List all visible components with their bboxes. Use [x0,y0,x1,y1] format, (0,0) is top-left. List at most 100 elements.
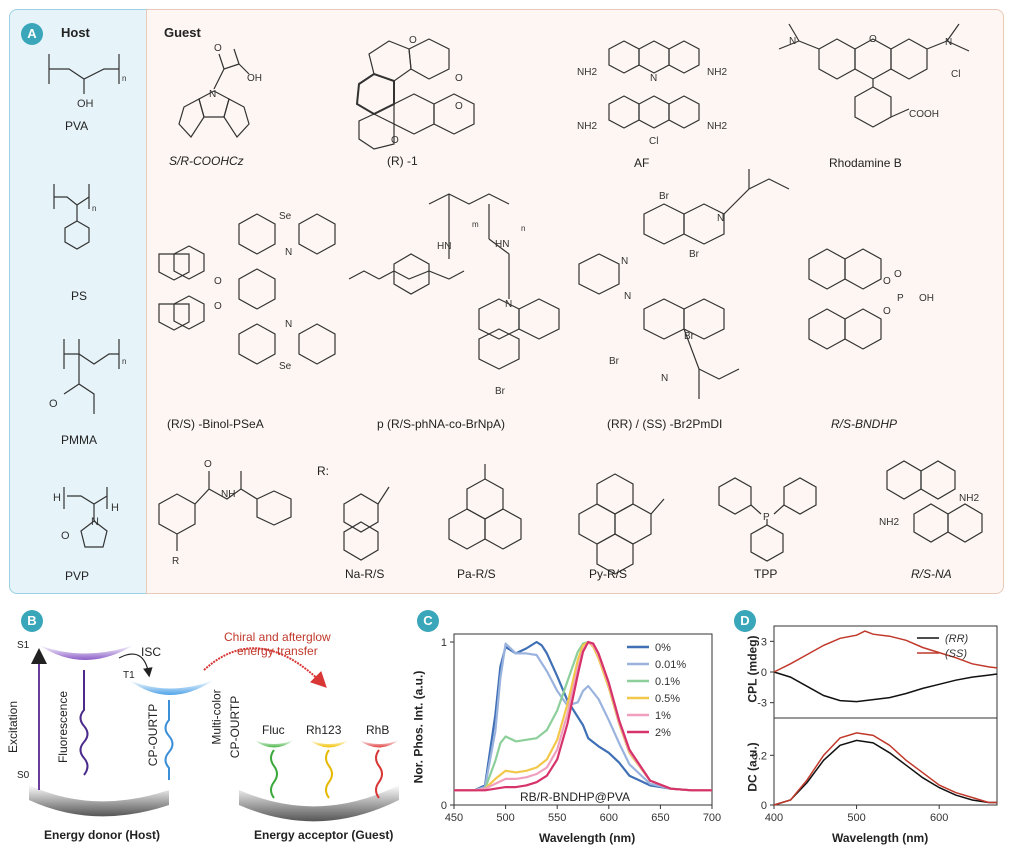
svg-text:O: O [883,306,891,317]
svg-text:OH: OH [919,293,934,304]
s1-label: S1 [17,640,30,651]
svg-text:H: H [53,492,61,504]
chart-c-ytick-label: 0 [441,800,447,812]
chart-c-xtick-label: 450 [445,812,463,824]
svg-text:NH2: NH2 [577,121,597,132]
pmma-structure: O n [49,339,126,414]
donor-caption: Energy donor (Host) [44,828,160,842]
chart-c-legend-label: 0% [655,642,671,654]
rhodamine-b-structure: N N O COOH Cl [778,23,970,128]
pva-structure: OH n [48,54,126,110]
guest-area [146,9,1004,594]
acceptor-rhb-label: RhB [366,723,390,737]
guest-name-py: Py-R/S [589,567,628,581]
chart-d-legend-label: (SS) [945,648,967,660]
host-heading: Host [61,25,90,40]
chart-d-legend-label: (RR) [945,633,969,645]
rhb-wave [375,749,383,799]
ps-structure: n [53,184,96,250]
guest-name-br2pmdi: (RR) / (SS) -Br2PmDI [607,417,723,431]
s0-label: S0 [17,770,30,781]
chart-c-series-line [454,640,712,792]
svg-text:N: N [285,247,292,258]
svg-text:Cl: Cl [951,69,960,80]
panel-b: B Chir [6,600,414,850]
chart-d-ytick-label: 0 [761,667,767,679]
t1-well [129,680,214,695]
chart-d-series-line [773,739,997,806]
rh123-wave [325,749,333,799]
chart-d-xtick-label: 400 [765,812,783,824]
svg-text:O: O [49,398,58,410]
structures-svg: OH n n O n H H N O O OH [48,23,983,575]
guest-heading: Guest [164,25,201,40]
svg-text:n: n [122,357,126,366]
panel-b-letter: B [21,610,43,632]
chart-d-series-line [773,671,998,703]
isc-arrow [118,653,153,678]
svg-text:H: H [111,502,119,514]
chart-d-ytick-label: 3 [761,636,767,648]
chart-c-legend-label: 1% [655,710,671,722]
svg-text:N: N [209,89,216,100]
na-binaphthyl-structure: NH2 NH2 [879,460,983,543]
svg-text:NH: NH [221,489,235,500]
rh123-well [309,740,349,748]
svg-text:COOH: COOH [909,109,939,120]
svg-text:NH2: NH2 [707,121,727,132]
svg-text:n: n [92,204,96,213]
svg-text:O: O [214,301,222,312]
svg-text:HN: HN [437,241,451,252]
amide-r-structure: O NH R [158,459,292,567]
pyrenyl-structure [578,473,665,575]
acceptor-caption: Energy acceptor (Guest) [254,828,394,842]
svg-text:n: n [122,74,126,83]
svg-text:O: O [883,276,891,287]
chart-c-series-line [454,640,712,792]
s1-well [39,645,134,660]
coohcz-structure: O OH N [178,43,262,138]
svg-text:Cl: Cl [649,136,658,147]
rhb-well [359,740,399,748]
multi-color-label-2: CP-OURTP [228,695,243,759]
chart-c-legend-label: 2% [655,727,671,739]
pvp-structure: H H N O [53,487,119,548]
multi-color-label-1: Multi-color [209,689,224,745]
svg-text:O: O [869,34,877,45]
host-name-ps: PS [71,289,88,303]
fluc-well [254,740,294,748]
svg-text:N: N [650,73,657,84]
svg-text:O: O [214,276,222,287]
guest-name-coohcz: S/R-COOHCz [169,154,244,168]
chart-c-ylabel: Nor. Phos. Int. (a.u.) [411,670,426,784]
chart-d-series-line [773,732,997,806]
r-substituent-label: R: [317,464,329,478]
guest-name-af: AF [634,156,650,170]
svg-text:NH2: NH2 [959,493,979,504]
chart-d-xlabel: Wavelength (nm) [832,831,929,845]
fluc-wave [270,749,278,799]
guest-name-na: Na-R/S [345,567,385,581]
svg-text:N: N [621,256,628,267]
svg-text:Br: Br [659,191,670,202]
fluorescence-label: Fluorescence [56,690,71,764]
chart-d-xtick-label: 600 [930,812,948,824]
panel-a: A Host Guest OH n n O n H H N O [9,9,1004,594]
acceptor-fluc-label: Fluc [262,723,285,737]
chart-c-xtick-label: 550 [548,812,566,824]
guest-name-na-binaphthyl: R/S-NA [911,567,952,581]
svg-text:O: O [455,73,463,84]
chart-d-ylabel-dc: DC (a.u.) [745,742,760,792]
chart-d-ytick-label: 0.2 [752,750,767,762]
acceptor-rh123-label: Rh123 [306,723,342,737]
host-name-pvp: PVP [65,569,90,583]
host-name-pmma: PMMA [61,433,97,447]
svg-text:Br: Br [495,386,506,397]
svg-text:NH2: NH2 [879,517,899,528]
panel-c-letter: C [417,610,439,632]
svg-text:N: N [505,299,512,310]
helicene-structure: O O O O [355,35,475,150]
isc-label: ISC [141,645,162,659]
